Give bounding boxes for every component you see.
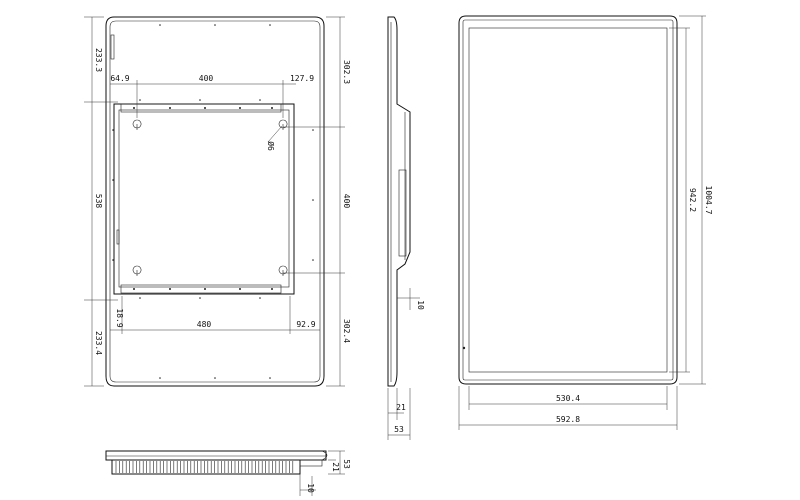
side-dimension-lines [387, 288, 420, 440]
dim-side-mount-offset: 10 [416, 300, 425, 310]
mounting-plate-top-rail [120, 103, 282, 113]
keyhole-top-left [132, 119, 142, 130]
keyhole-top-right [278, 119, 288, 130]
bottom-outer-body [105, 450, 327, 461]
dim-rear-outer-height: 1004.7 [704, 186, 713, 215]
dim-bottom-offset-left: 18.9 [115, 308, 124, 327]
dim-left-vertical-mid: 538 [94, 194, 103, 209]
dim-top-left-vertical: 233.3 [94, 48, 103, 72]
rear-view: 942.2 1004.7 530.4 592.8 [458, 15, 713, 430]
dim-top-offset-right: 127.9 [290, 74, 314, 83]
side-view: 10 21 53 [387, 16, 425, 440]
mounting-plate-slot [116, 229, 120, 245]
dim-top-offset-left: 64.9 [110, 74, 129, 83]
front-outer-frame [105, 16, 325, 387]
bottom-side-block [299, 459, 323, 467]
keyhole-bottom-right [278, 265, 288, 276]
dim-side-bezel-depth: 21 [396, 403, 406, 412]
front-view: 233.3 538 233.4 302.3 400 302.4 64.9 400… [84, 16, 351, 387]
side-bracket [398, 169, 407, 257]
mounting-plate-bottom-rail [120, 284, 282, 294]
rear-dimension-lines [458, 15, 706, 430]
rear-indicator-dot [462, 346, 466, 350]
dim-hole-diameter: Ø6 [266, 141, 276, 151]
dim-rear-outer-width: 592.8 [556, 415, 580, 424]
dim-bottom-height: 53 [342, 459, 351, 469]
side-profile-outline [387, 16, 411, 387]
dim-bottom-lip: 21 [331, 462, 340, 472]
rail-holes [112, 24, 314, 379]
front-left-slot [110, 34, 115, 60]
dim-right-top-vertical: 302.3 [342, 60, 351, 84]
bottom-vent-fins [115, 461, 294, 473]
mounting-plate-inner [118, 109, 290, 288]
bottom-view: 53 21 10 [105, 450, 351, 496]
dim-bottom-offset: 10 [306, 483, 315, 493]
keyhole-bottom-left [132, 265, 142, 276]
mounting-plate-outer [113, 103, 295, 295]
front-dimension-labels: 233.3 538 233.4 302.3 400 302.4 64.9 400… [94, 48, 351, 355]
dim-right-bottom-vertical: 302.4 [342, 319, 351, 343]
rear-mid-frame [462, 19, 674, 381]
bottom-end-cap [321, 450, 328, 461]
dim-top-span: 400 [199, 74, 214, 83]
rear-screen-area [468, 27, 668, 373]
bottom-dimension-lines [299, 450, 345, 496]
bottom-lower-body [111, 459, 301, 475]
dim-bottom-span: 480 [197, 320, 212, 329]
rear-outer-frame [458, 15, 678, 385]
dim-bottom-left-vertical: 233.4 [94, 331, 103, 355]
dim-rear-inner-height: 942.2 [688, 188, 697, 212]
dim-bottom-offset-right: 92.9 [296, 320, 315, 329]
dim-rear-inner-width: 530.4 [556, 394, 580, 403]
front-inner-frame [109, 20, 321, 383]
dim-right-mid-vertical: 400 [342, 194, 351, 209]
dim-side-total-depth: 53 [394, 425, 404, 434]
front-dimension-lines [84, 16, 345, 387]
